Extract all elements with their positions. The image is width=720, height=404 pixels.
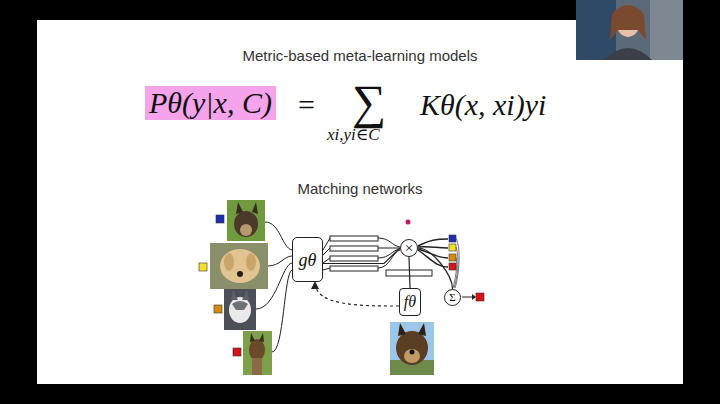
- sum-circle: Σ: [444, 289, 461, 306]
- section-subtitle: Matching networks: [0, 180, 720, 197]
- formula-lhs: Pθ(y|x, C): [145, 86, 276, 120]
- connector: [418, 248, 453, 289]
- node-text: ×: [405, 241, 413, 256]
- sum-subscript: xi,yi∈C: [327, 124, 380, 145]
- query-image: [390, 322, 434, 375]
- formula-equals: =: [298, 88, 315, 122]
- connector: [409, 257, 410, 288]
- product-circle: ×: [400, 239, 418, 257]
- encoder-box: gθ: [292, 237, 323, 282]
- formula-rhs: Kθ(x, xi)yi: [420, 88, 546, 122]
- sum-symbol: ∑: [352, 74, 386, 129]
- webcam-inset: [576, 0, 683, 60]
- node-text: fθ: [404, 294, 416, 310]
- slide-title: Metric-based meta-learning models: [0, 47, 720, 64]
- connector: [315, 282, 399, 306]
- connector: [323, 248, 400, 264]
- support-images: [210, 200, 272, 375]
- encoder-box: fθ: [399, 288, 421, 316]
- node-text: gθ: [299, 251, 317, 269]
- node-text: Σ: [449, 292, 455, 303]
